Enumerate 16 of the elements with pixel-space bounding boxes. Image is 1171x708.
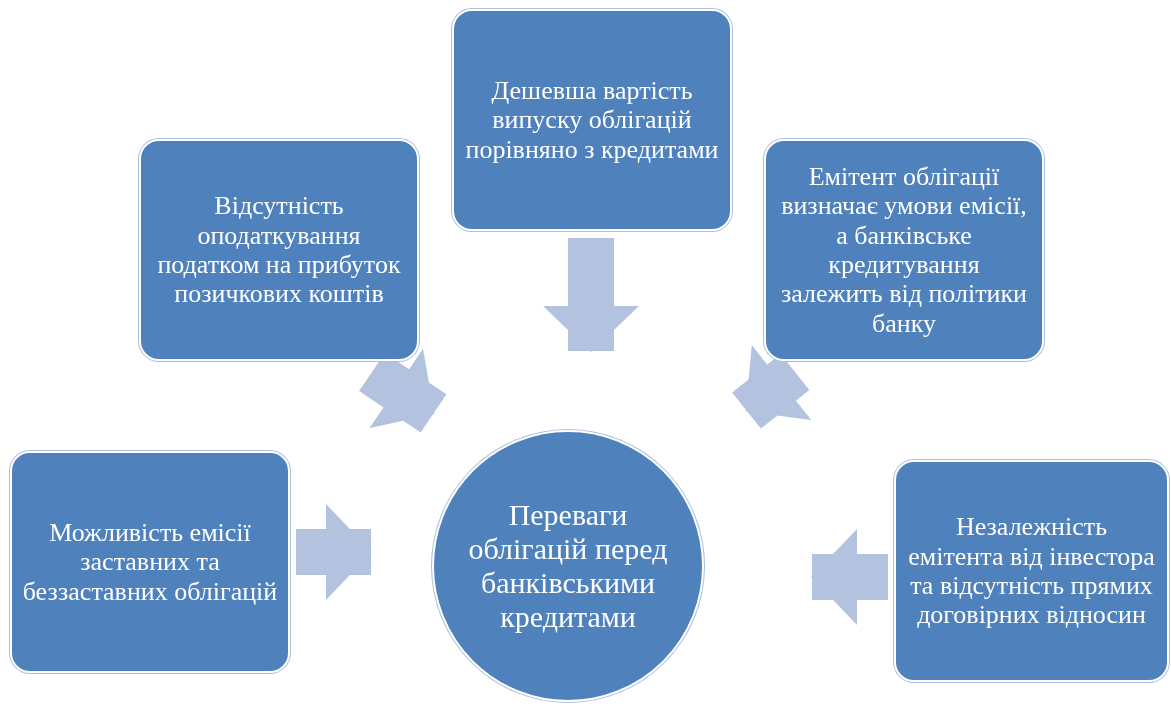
process-box	[764, 139, 1044, 361]
block-arrow	[811, 529, 888, 625]
process-box	[452, 9, 732, 231]
block-arrow	[296, 504, 372, 600]
node-text: Дешевша вартість випуску облігацій порівняно з кредитами	[464, 75, 720, 165]
process-box	[10, 451, 290, 673]
process-box	[139, 139, 419, 361]
node-text: Можливість емісії заставних та беззаставних облігацій	[22, 517, 278, 607]
node-text: Переваги облігацій перед банківськими кредитами	[467, 498, 669, 634]
block-arrow	[359, 348, 447, 433]
node-text: Відсутність оподаткування податком на прибуток позичкових коштів	[156, 191, 402, 309]
block-arrow	[732, 345, 812, 429]
process-box	[894, 460, 1169, 682]
node-text: Незалежність емітента від інвестора та відсутність прямих договірних відносин	[907, 512, 1156, 630]
node-text: Емітент облігації визначає умови емісії, а банківське кредитування залежить від політики банку	[780, 161, 1028, 339]
block-arrow	[543, 238, 639, 352]
